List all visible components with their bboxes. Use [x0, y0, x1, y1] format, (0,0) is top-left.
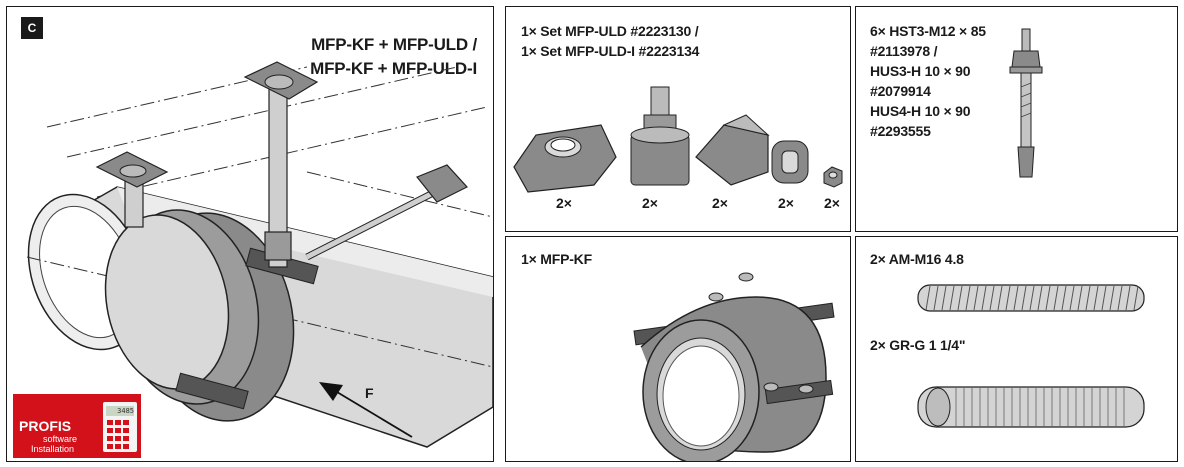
qty-saddle: 2×	[778, 195, 794, 211]
set-panel: 1× Set MFP-ULD #2223130 / 1× Set MFP-ULD…	[505, 6, 851, 232]
profis-line1: software	[43, 434, 78, 444]
panel-c: C MFP-KF + MFP-ULD / MFP-KF + MFP-ULD-I	[6, 6, 494, 462]
profis-brand: PROFIS	[19, 418, 72, 434]
set-parts-illustration	[513, 86, 843, 193]
qty-bracket: 2×	[712, 195, 728, 211]
set-title: 1× Set MFP-ULD #2223130 / 1× Set MFP-ULD…	[521, 23, 700, 59]
anchor-panel: 6× HST3-M12 × 85 #2113978 / HUS3-H 10 × …	[855, 6, 1178, 232]
pipe-clamp-illustration	[633, 272, 835, 461]
rod-label: 2× AM-M16 4.8	[870, 251, 964, 267]
sleeve-icon	[917, 386, 1145, 428]
panel-badge: C	[21, 17, 43, 39]
threaded-rod-icon	[917, 284, 1145, 312]
force-label: F	[365, 385, 374, 401]
clamp-label: 1× MFP-KF	[521, 251, 592, 267]
rod-panel: 2× AM-M16 4.8 2× GR-G 1 1/4"	[855, 236, 1178, 462]
profis-logo: PROFIS software Installation 3485	[13, 394, 141, 458]
profis-line2: Installation	[31, 444, 75, 454]
panel-c-title: MFP-KF + MFP-ULD / MFP-KF + MFP-ULD-I	[310, 35, 477, 78]
qty-base-plate: 2×	[556, 195, 572, 211]
qty-bolt: 2×	[642, 195, 658, 211]
anchor-text: 6× HST3-M12 × 85 #2113978 / HUS3-H 10 × …	[870, 23, 986, 139]
sleeve-label: 2× GR-G 1 1/4"	[870, 337, 966, 353]
pipe-installation-illustration	[26, 61, 493, 448]
calculator-icon: 3485	[103, 402, 137, 452]
clamp-panel: 1× MFP-KF	[505, 236, 851, 462]
anchor-bolt-icon	[1009, 28, 1043, 178]
calculator-display: 3485	[106, 406, 134, 416]
qty-nut: 2×	[824, 195, 840, 211]
